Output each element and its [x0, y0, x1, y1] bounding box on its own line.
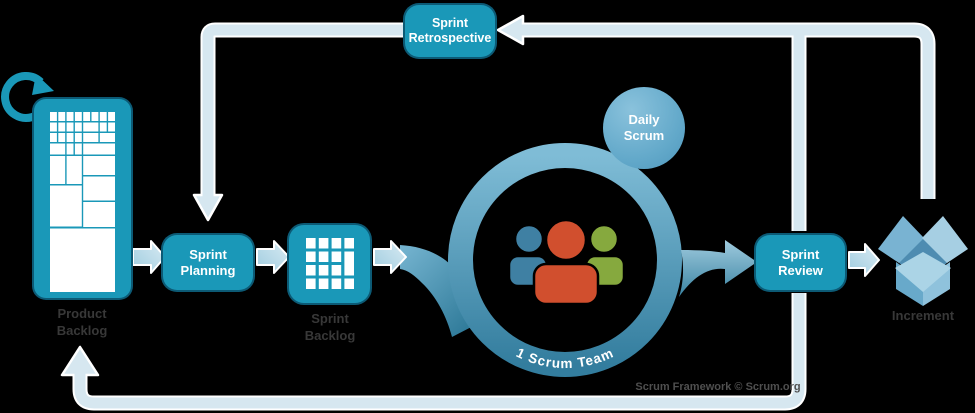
- arrow-right-icon: [848, 243, 880, 277]
- arrow-left-icon: [496, 14, 525, 46]
- sprint-backlog-label: Sprint Backlog: [304, 311, 356, 343]
- sprint-flow-swoosh-out: [679, 240, 757, 297]
- sprint-flow-swoosh-in: [400, 245, 479, 337]
- sprint-backlog-box: [287, 223, 372, 305]
- product-backlog-label: Product Backlog: [56, 306, 108, 338]
- increment-label: Increment: [891, 308, 955, 323]
- arrow-up-icon: [60, 345, 100, 377]
- increment-feedback-line: [520, 24, 934, 199]
- sprint-retrospective-box: Sprint Retrospective: [403, 3, 497, 59]
- arrow-right-icon: [373, 240, 407, 274]
- daily-scrum-circle: Daily Scrum: [603, 87, 685, 169]
- retro-to-planning-line: [202, 24, 403, 200]
- connector-lines: [74, 24, 934, 409]
- open-box-icon: [878, 216, 968, 306]
- sprint-grid-icon: [305, 238, 354, 289]
- footer-credit: Scrum Framework © Scrum.org: [635, 381, 801, 393]
- product-backlog-box: [32, 97, 133, 300]
- sprint-planning-box: Sprint Planning: [161, 233, 255, 292]
- scrum-team-ring: [448, 143, 682, 377]
- sprint-review-box: Sprint Review: [754, 233, 847, 292]
- arrow-right-icon: [256, 240, 290, 274]
- sprint-review-label: Sprint Review: [778, 247, 823, 278]
- retro-to-planning-line-casing: [200, 22, 403, 197]
- sprint-planning-label: Sprint Planning: [180, 247, 236, 278]
- backlog-mosaic-icon: [50, 112, 115, 292]
- connector-arrowheads: [60, 14, 525, 377]
- review-to-backlog-line: [74, 293, 805, 409]
- sprint-retrospective-label: Sprint Retrospective: [408, 16, 492, 45]
- arrow-right-icon: [132, 240, 166, 274]
- flow-arrows: [132, 240, 880, 277]
- person-red-icon: [532, 218, 600, 306]
- team-people-icon: [507, 218, 626, 306]
- increment-feedback-line-casing: [523, 22, 936, 199]
- daily-scrum-label: Daily Scrum: [623, 112, 665, 143]
